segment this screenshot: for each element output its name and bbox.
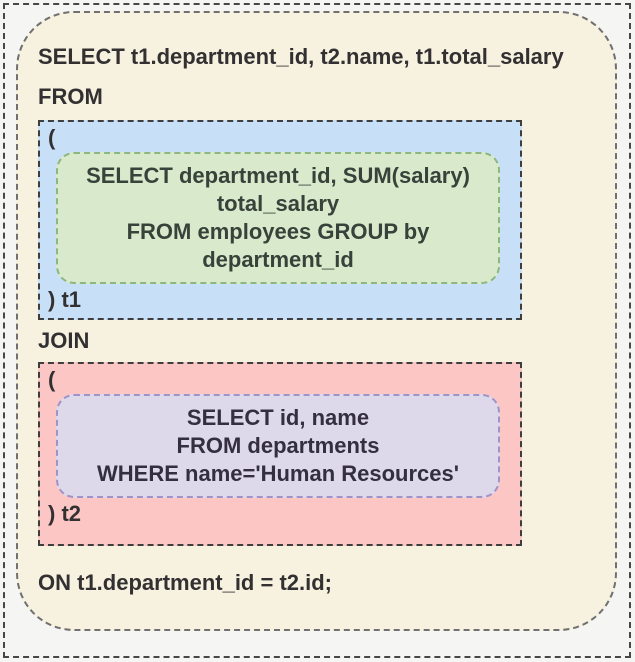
subquery-t2-line: FROM departments	[176, 433, 380, 458]
subquery-t1-line: total_salary	[216, 191, 340, 216]
subquery-t1-line: FROM employees GROUP by	[126, 219, 430, 244]
subquery-t1-inner-box: SELECT department_id, SUM(salary) total_…	[56, 152, 500, 284]
subquery-t2-close-label: ) t2	[48, 501, 81, 526]
subquery-t2-line: WHERE name='Human Resources'	[97, 461, 459, 486]
subquery-t2-box: ( SELECT id, name FROM departments WHERE…	[38, 362, 522, 546]
query-canvas: SELECT t1.department_id, t2.name, t1.tot…	[16, 11, 617, 631]
subquery-t1-box: ( SELECT department_id, SUM(salary) tota…	[38, 120, 522, 320]
subquery-t1-open-paren: (	[48, 125, 56, 150]
subquery-t2-line: SELECT id, name	[186, 405, 370, 430]
subquery-t1-line: SELECT department_id, SUM(salary)	[86, 163, 470, 188]
subquery-t2-inner-box: SELECT id, name FROM departments WHERE n…	[56, 394, 500, 498]
subquery-t1-line: department_id	[202, 247, 354, 272]
outer-select-clause: SELECT t1.department_id, t2.name, t1.tot…	[38, 44, 564, 69]
subquery-t1-close-label: ) t1	[48, 287, 81, 312]
subquery-t2-open-paren: (	[48, 367, 56, 392]
from-keyword: FROM	[38, 84, 103, 109]
join-keyword: JOIN	[38, 328, 90, 353]
on-clause: ON t1.department_id = t2.id;	[38, 570, 332, 595]
